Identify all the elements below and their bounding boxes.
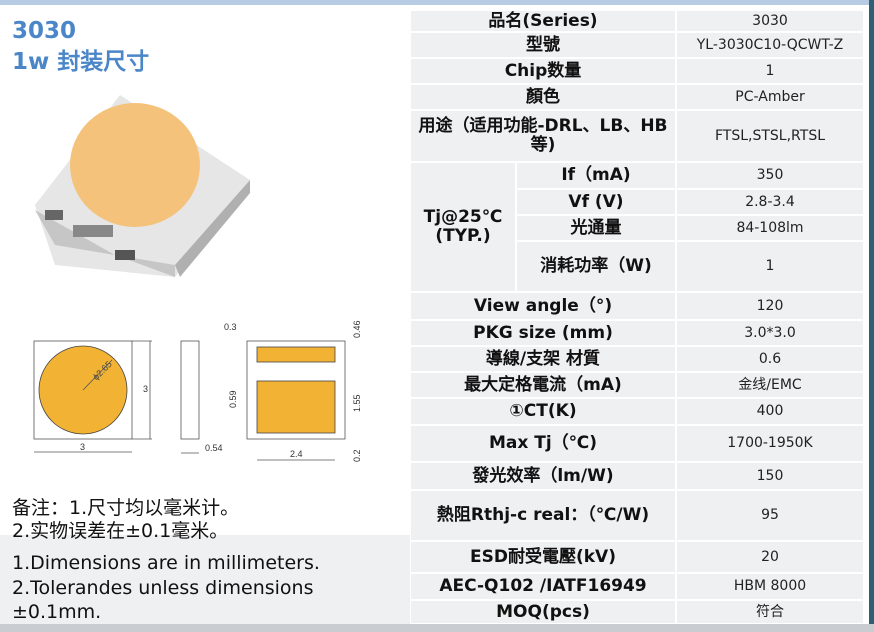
spec-label: 型號 [410, 32, 676, 58]
right-border [869, 0, 874, 632]
spec-label: Vf (V) [516, 189, 676, 215]
spec-value: 150 [676, 462, 864, 490]
title-model: 3030 [12, 18, 77, 44]
spec-label: View angle（°) [410, 292, 676, 320]
spec-value: 120 [676, 292, 864, 320]
note-line: 2.Tolerandes unless dimensions [12, 577, 314, 599]
dim-small-pad: 0.46 [352, 320, 362, 338]
spec-value: YL-3030C10-QCWT-Z [676, 32, 864, 58]
spec-value: 2.8-3.4 [676, 189, 864, 215]
spec-label: 消耗功率（W) [516, 241, 676, 292]
spec-label: If（mA) [516, 162, 676, 189]
spec-value: 95 [676, 490, 864, 541]
dim-large-pad: 1.55 [352, 394, 362, 412]
dim-pad-offset: 0.3 [224, 322, 237, 332]
led-chip-photo [35, 95, 250, 277]
spec-value: 3030 [676, 10, 864, 32]
spec-value: 350 [676, 162, 864, 189]
spec-value: 0.6 [676, 346, 864, 372]
spec-value: FTSL,STSL,RTSL [676, 110, 864, 162]
note-line: 备注：1.尺寸均以毫米计。 [12, 497, 240, 519]
dimension-drawing: ϕ2.65 3 3 0.54 0.3 0.46 0.59 1.55 2.4 0.… [33, 320, 362, 462]
title-subtitle: 1w 封装尺寸 [12, 49, 150, 75]
dim-height: 3 [143, 384, 148, 394]
spec-label: PKG size (mm) [410, 320, 676, 346]
dim-thickness: 0.54 [205, 443, 223, 453]
spec-label: Max Tj（℃) [410, 425, 676, 462]
note-line: 1.Dimensions are in millimeters. [12, 552, 320, 574]
spec-value: HBM 8000 [676, 573, 864, 600]
spec-label: 熱阻Rthj-c real：（℃/W) [410, 490, 676, 541]
spec-value: 84-108lm [676, 215, 864, 241]
group-label-tj25: Tj@25℃ (TYP.) [410, 162, 516, 292]
spec-label: 發光效率（lm/W) [410, 462, 676, 490]
spec-value: PC-Amber [676, 84, 864, 110]
dim-edge: 0.2 [352, 449, 362, 462]
spec-label: Chip数量 [410, 58, 676, 84]
spec-value: 20 [676, 541, 864, 573]
spec-value: 400 [676, 398, 864, 425]
spec-label: 光通量 [516, 215, 676, 241]
spec-label: 導線/支架 材質 [410, 346, 676, 372]
spec-value: 1700-1950K [676, 425, 864, 462]
dim-width: 3 [80, 442, 85, 452]
spec-label: AEC-Q102 /IATF16949 [410, 573, 676, 600]
spec-label: MOQ(pcs) [410, 600, 676, 624]
spec-value: 3.0*3.0 [676, 320, 864, 346]
spec-label: 品名(Series) [410, 10, 676, 32]
spec-value: 金线/EMC [676, 372, 864, 398]
spec-label: 最大定格電流（mA) [410, 372, 676, 398]
note-line: ±0.1mm. [12, 601, 102, 623]
note-line: 2.实物误差在±0.1毫米。 [12, 520, 229, 542]
top-bar [0, 0, 874, 5]
dim-pad-width: 2.4 [290, 449, 303, 459]
spec-label: ESD耐受電壓(kV) [410, 541, 676, 573]
spec-value: 1 [676, 241, 864, 292]
bottom-bar [0, 624, 874, 632]
dim-gap: 0.59 [228, 390, 238, 408]
notes-background [0, 535, 410, 624]
spec-label: ①CT(K) [410, 398, 676, 425]
spec-value: 符合 [676, 600, 864, 624]
spec-label: 用途（适用功能-DRL、LB、HB等) [410, 110, 676, 162]
spec-label: 顏色 [410, 84, 676, 110]
spec-value: 1 [676, 58, 864, 84]
